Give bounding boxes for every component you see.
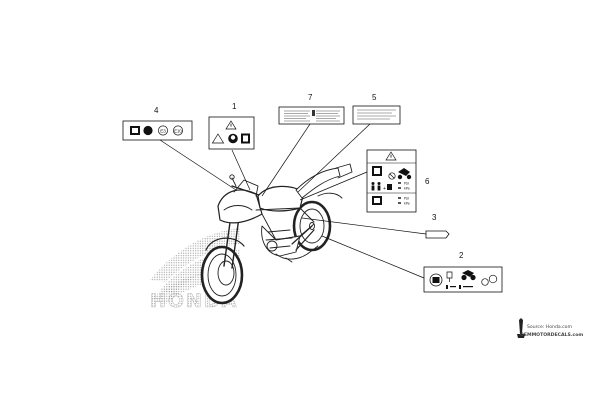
leader-4	[159, 139, 237, 191]
label-6-tire-pressure: + PSI kPa PSI kPa	[366, 149, 417, 213]
wrench-icon	[446, 271, 453, 279]
credit-source: Source: Honda.com	[527, 324, 572, 330]
label-1-warning	[208, 116, 255, 150]
leader-1	[231, 149, 251, 191]
callout-number-6: 6	[425, 177, 430, 186]
e10-code: E10	[174, 128, 182, 133]
pressure-unit-psi: PSI	[404, 197, 409, 201]
fuel-pump-icon	[143, 125, 153, 136]
leader-2	[321, 235, 425, 279]
label-5-text-label	[352, 105, 401, 125]
pressure-values-top: PSI kPa	[398, 182, 410, 191]
leader-lines	[159, 123, 427, 279]
pressure-values-bottom: PSI kPa	[398, 197, 410, 206]
motorcycle-icon	[462, 270, 474, 277]
callout-number-7: 7	[308, 93, 313, 102]
rider-icon	[371, 182, 381, 191]
motorcycle-icon	[398, 168, 410, 176]
no-symbol-icon	[388, 172, 396, 180]
emission-e10-badge	[173, 125, 183, 136]
leader-5	[297, 123, 371, 193]
pressure-unit-kpa: kPa	[404, 187, 410, 191]
label-7-text-label	[278, 106, 345, 125]
callout-number-5: 5	[372, 93, 377, 102]
source-credit: Source: Honda.com OEMMOTORDECALS.com	[517, 318, 583, 338]
pressure-unit-psi: PSI	[404, 182, 409, 186]
luggage-icon	[387, 184, 392, 190]
engine	[261, 225, 301, 257]
callout-number-3: 3	[432, 213, 437, 222]
front-fairing	[217, 189, 263, 224]
callout-number-1: 1	[232, 102, 237, 111]
credit-logo-icon	[519, 318, 523, 334]
chain-link-icon	[481, 278, 489, 286]
motorcycle-illustration	[200, 163, 353, 305]
leader-6	[299, 171, 368, 201]
seat	[295, 167, 341, 199]
callout-number-2: 2	[459, 251, 464, 260]
pressure-unit-kpa: kPa	[404, 202, 410, 206]
leader-3	[301, 217, 427, 235]
credit-site: OEMMOTORDECALS.com	[520, 332, 583, 338]
hazard-triangle-icon	[211, 133, 225, 144]
adjust-marks	[446, 285, 473, 289]
callout-numbers: 4 1 7 5 6 3 2	[154, 93, 464, 260]
label-3-small-tag	[425, 230, 450, 239]
callout-number-4: 4	[154, 106, 159, 115]
front-brake-disc	[217, 260, 235, 286]
emission-e3-badge	[158, 125, 168, 136]
label-2-maintenance	[423, 266, 503, 293]
plus-sign: +	[383, 186, 386, 192]
e3-code: E3	[160, 128, 166, 133]
exhaust	[275, 245, 319, 260]
leader-7	[261, 123, 311, 197]
label-4-fuel-emission: E3 E10	[122, 120, 193, 141]
